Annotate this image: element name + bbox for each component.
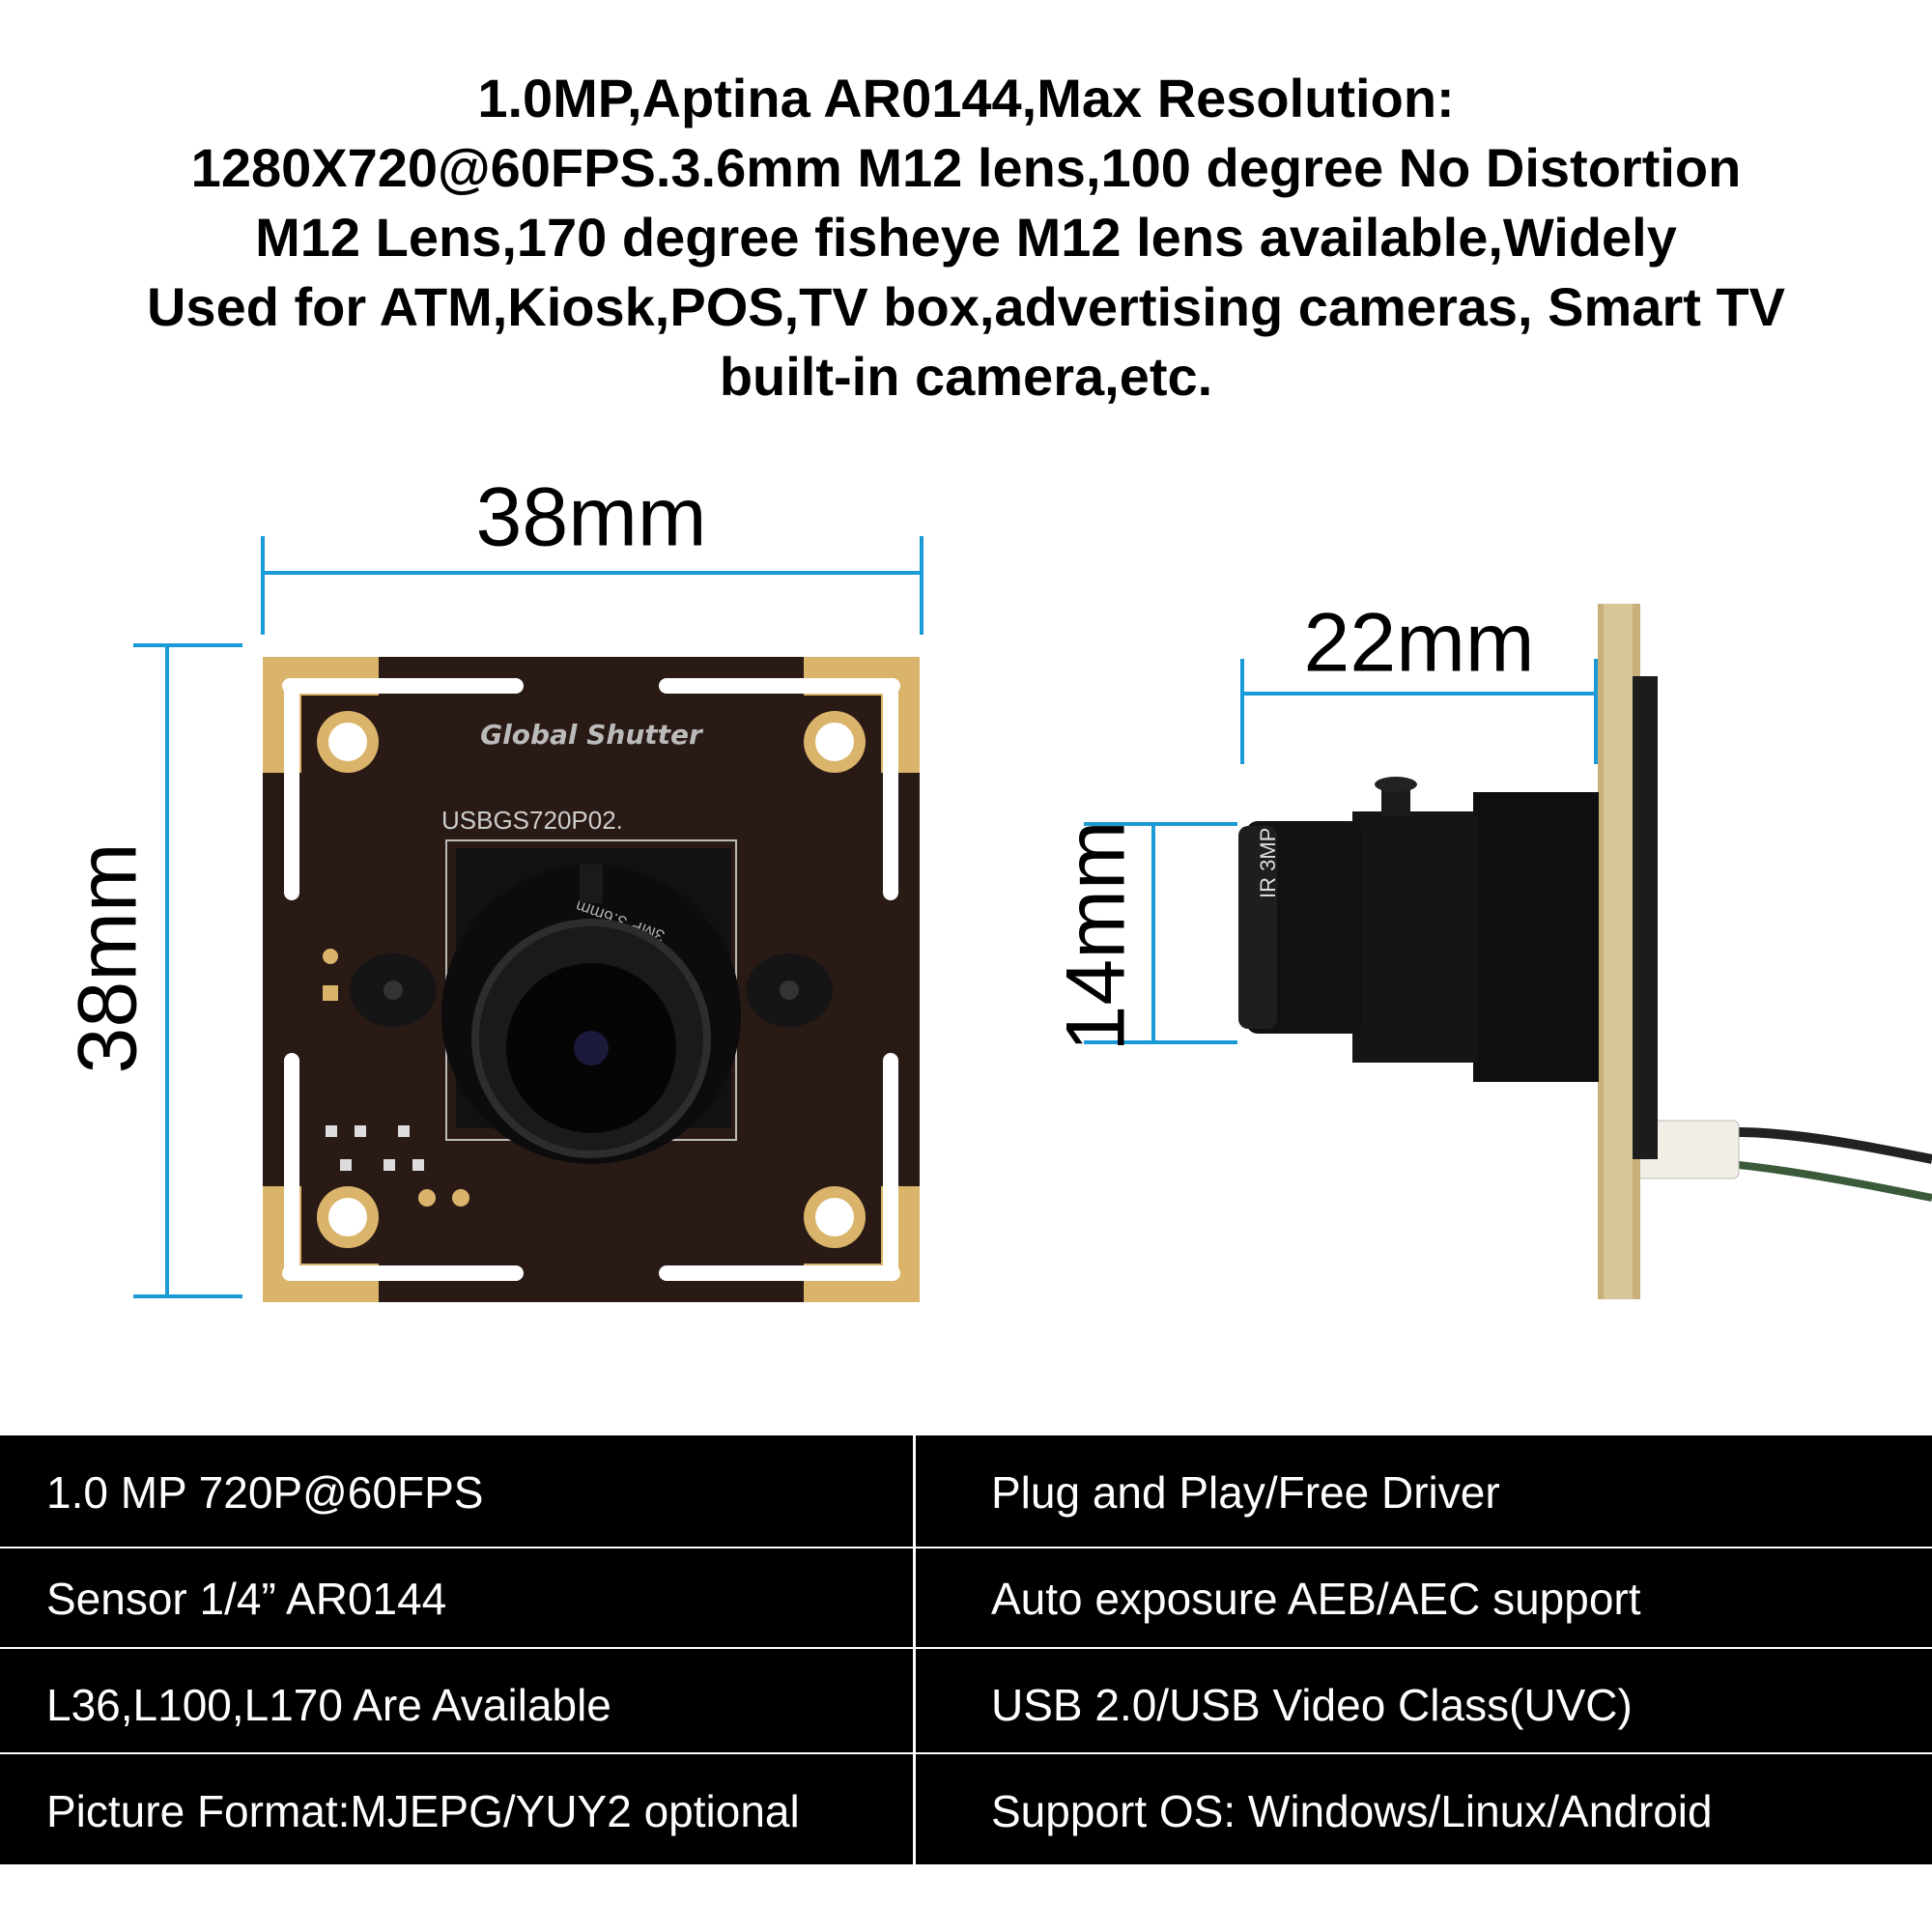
width-dimension-line: [263, 571, 922, 575]
row-divider: [0, 1547, 1932, 1548]
column-divider: [913, 1435, 916, 1864]
side-lens-marking: IR 3MP: [1256, 828, 1280, 898]
height-dimension-line: [165, 644, 169, 1296]
spec-left-2: Sensor 1/4” AR0144: [46, 1574, 447, 1624]
camera-side-view: IR 3MP: [1238, 604, 1932, 1299]
spec-right-4: Support OS: Windows/Linux/Android: [991, 1786, 1713, 1836]
headline-line: Used for ATM,Kiosk,POS,TV box,advertisin…: [146, 276, 1786, 337]
row-divider: [0, 1647, 1932, 1649]
width-dimension-tick-right: [920, 536, 923, 635]
headline: 1.0MP,Aptina AR0144,Max Resolution: 1280…: [39, 64, 1893, 412]
depth-dimension-tick-left: [1240, 659, 1244, 764]
spec-right-1: Plug and Play/Free Driver: [991, 1467, 1500, 1518]
width-dimension-tick-left: [261, 536, 265, 635]
height-dimension-tick-top: [133, 643, 242, 647]
width-dimension-label: 38mm: [475, 470, 707, 564]
depth-dimension-line: [1242, 692, 1596, 696]
headline-line: 1280X720@60FPS.3.6mm M12 lens,100 degree…: [190, 137, 1742, 198]
board-model: USBGS720P02.: [441, 806, 623, 835]
lens-dimension-tick-bottom: [1084, 1040, 1237, 1044]
board-title: Global Shutter: [480, 719, 704, 751]
mounting-hole-icon: [317, 711, 866, 1248]
headline-line: 1.0MP,Aptina AR0144,Max Resolution:: [477, 68, 1455, 128]
headline-line: M12 Lens,170 degree fisheye M12 lens ava…: [255, 207, 1677, 268]
lens-dimension-tick-top: [1084, 822, 1237, 826]
spec-table: 1.0 MP 720P@60FPS Sensor 1/4” AR0144 L36…: [0, 1435, 1932, 1864]
height-dimension-tick-bottom: [133, 1294, 242, 1298]
spec-left-1: 1.0 MP 720P@60FPS: [46, 1467, 484, 1518]
lens-dimension-line: [1151, 824, 1155, 1042]
depth-dimension-label: 22mm: [1303, 596, 1535, 690]
height-dimension-label: 38mm: [61, 842, 155, 1074]
spec-left-3: L36,L100,L170 Are Available: [46, 1680, 611, 1730]
spec-right-3: USB 2.0/USB Video Class(UVC): [991, 1680, 1633, 1730]
spec-left-4: Picture Format:MJEPG/YUY2 optional: [46, 1786, 800, 1836]
row-divider: [0, 1752, 1932, 1754]
camera-board-front: Global Shutter USBGS720P02. 3MP 3.6mm: [263, 657, 920, 1302]
lens-dimension-label: 14mm: [1049, 820, 1143, 1052]
spec-right-2: Auto exposure AEB/AEC support: [991, 1574, 1641, 1624]
depth-dimension-tick-right: [1594, 659, 1598, 764]
headline-line: built-in camera,etc.: [719, 346, 1213, 407]
